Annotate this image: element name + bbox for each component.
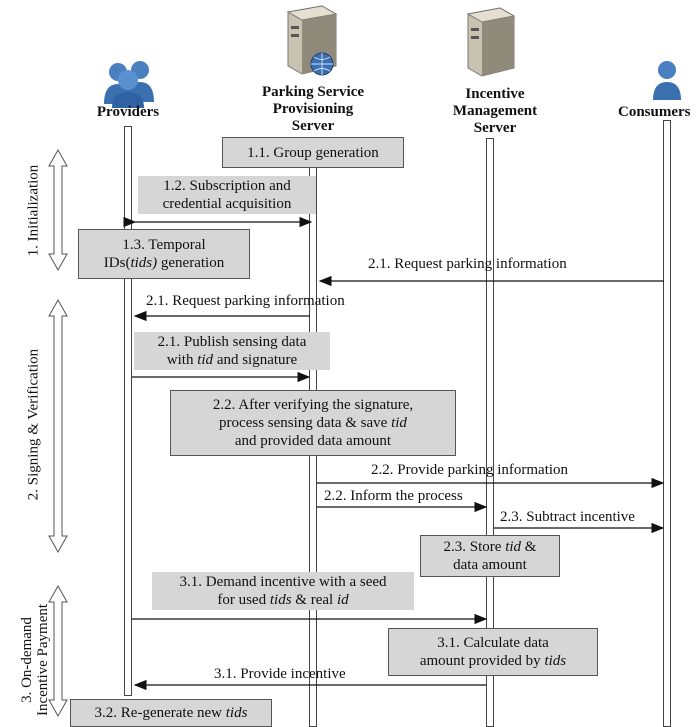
lifeline-providers — [124, 126, 132, 696]
phase-label-initialization: 1. Initialization — [25, 164, 42, 257]
step-2-3-store-box: 2.3. Store tid & data amount — [420, 535, 560, 577]
step-2-1-consumer-label: 2.1. Request parking information — [368, 256, 567, 272]
server-globe-icon — [286, 5, 338, 76]
phase-label-signing: 2. Signing & Verification — [25, 348, 42, 501]
step-1-1-box: 1.1. Group generation — [222, 137, 404, 168]
step-3-1-demand-label: 3.1. Demand incentive with a seed for us… — [152, 572, 414, 610]
person-icon — [653, 61, 681, 100]
server-icon — [466, 7, 516, 77]
step-2-3-subtract-label: 2.3. Subtract incentive — [500, 509, 635, 525]
step-3-2-box: 3.2. Re-generate new tids — [70, 699, 272, 727]
phase-bracket-payment — [48, 584, 68, 718]
step-2-1-provider-label: 2.1. Request parking information — [146, 293, 345, 309]
step-3-1-provide-label: 3.1. Provide incentive — [214, 666, 346, 682]
step-1-2-label: 1.2. Subscription and credential acquisi… — [138, 176, 316, 214]
step-2-2-provide-label: 2.2. Provide parking information — [371, 462, 569, 478]
people-group-icon — [104, 61, 154, 108]
actor-providers: Providers — [96, 104, 160, 120]
phase-bracket-initialization — [48, 148, 68, 272]
step-2-2-box: 2.2. After verifying the signature, proc… — [170, 390, 456, 456]
phase-bracket-signing — [48, 298, 68, 554]
step-2-2-inform-label: 2.2. Inform the process — [324, 488, 463, 504]
step-2-1-publish-label: 2.1. Publish sensing data with tid and s… — [134, 332, 330, 370]
phase-label-payment: 3. On-demand Incentive Payment — [19, 603, 51, 717]
actor-consumers: Consumers — [618, 104, 691, 120]
step-1-3-box: 1.3. Temporal IDs(tids) generation — [78, 229, 250, 279]
step-3-1-calc-box: 3.1. Calculate data amount provided by t… — [388, 628, 598, 676]
